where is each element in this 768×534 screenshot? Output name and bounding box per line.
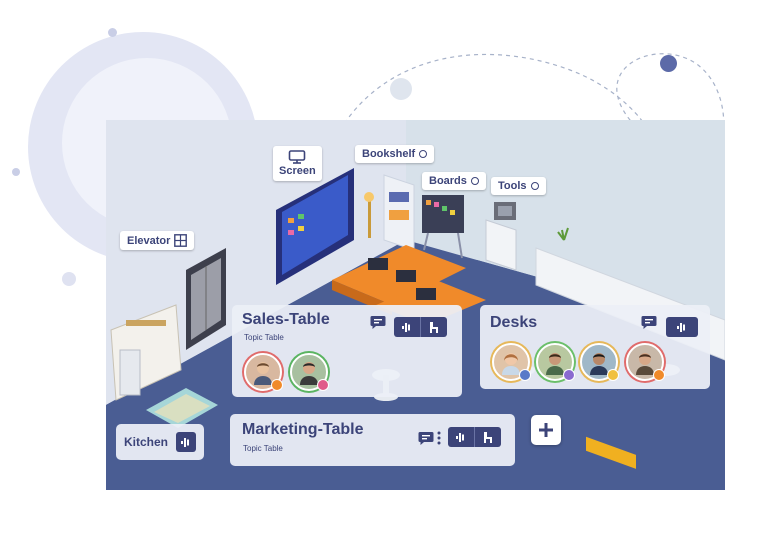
sales-table-audio-button[interactable] <box>394 317 420 337</box>
avatar[interactable] <box>244 353 283 391</box>
desks-title: Desks <box>490 314 538 331</box>
status-icon <box>653 369 665 381</box>
monitor-icon <box>289 150 306 164</box>
avatar[interactable] <box>492 343 531 381</box>
ring-icon <box>470 177 479 185</box>
status-icon <box>607 369 619 381</box>
bookshelf-label[interactable]: Bookshelf <box>355 145 435 163</box>
avatar[interactable] <box>580 343 619 381</box>
screen-label[interactable]: Screen <box>273 146 322 181</box>
chat-icon[interactable] <box>641 315 657 330</box>
marketing-table-card[interactable]: Marketing-Table Topic Table <box>230 414 515 466</box>
sales-table-subtitle: Topic Table <box>244 333 284 342</box>
bookshelf-label-text: Bookshelf <box>362 148 416 160</box>
sales-table-actions <box>394 317 447 337</box>
marketing-table-seat-button[interactable] <box>474 427 501 447</box>
more-options-icon[interactable] <box>437 431 441 445</box>
avatar[interactable] <box>290 353 329 391</box>
tools-label-text: Tools <box>498 180 527 192</box>
boards-label[interactable]: Boards <box>422 172 486 190</box>
audio-bars-icon <box>677 322 685 332</box>
deco-dot <box>390 78 412 100</box>
boards-label-text: Boards <box>429 175 467 187</box>
ring-icon <box>530 182 539 190</box>
sales-table-title: Sales-Table <box>242 311 330 328</box>
person-photo <box>502 353 520 375</box>
marketing-table-actions <box>448 427 501 447</box>
sales-table-seat-button[interactable] <box>420 317 447 337</box>
avatar[interactable] <box>536 343 575 381</box>
person-photo <box>254 362 272 385</box>
status-icon <box>563 369 575 381</box>
elevator-label-text: Elevator <box>127 234 171 247</box>
person-photo <box>546 353 564 375</box>
add-room-button[interactable] <box>531 415 561 445</box>
edit-status-icon <box>271 379 283 391</box>
deco-dot <box>108 28 117 37</box>
sales-table-card[interactable]: Sales-Table Topic Table <box>232 305 462 397</box>
desks-audio-button[interactable] <box>666 317 698 337</box>
marketing-table-title: Marketing-Table <box>242 421 364 438</box>
seat-icon <box>430 321 438 333</box>
status-icon <box>317 379 329 391</box>
desks-card[interactable]: Desks <box>480 305 710 389</box>
marketing-table-audio-button[interactable] <box>448 427 474 447</box>
kitchen-label-text: Kitchen <box>124 435 169 449</box>
elevator-label[interactable]: Elevator <box>120 231 195 250</box>
ring-icon <box>419 150 428 158</box>
status-icon <box>519 369 531 381</box>
deco-dot <box>12 168 20 176</box>
person-photo <box>590 353 608 375</box>
deco-dot <box>660 55 677 72</box>
chat-icon[interactable] <box>370 315 386 330</box>
marketing-table-subtitle: Topic Table <box>243 444 283 453</box>
deco-dot <box>62 272 76 286</box>
avatar[interactable] <box>626 343 665 381</box>
screen-label-text: Screen <box>279 165 316 177</box>
seat-icon <box>484 431 492 443</box>
audio-bars-icon <box>181 437 189 447</box>
person-photo <box>636 353 654 375</box>
plus-icon <box>539 423 553 437</box>
kitchen-audio-button[interactable] <box>176 432 196 452</box>
elevator-icon <box>174 234 188 247</box>
kitchen-room-card[interactable]: Kitchen <box>116 424 204 460</box>
person-photo <box>300 362 318 385</box>
tools-label[interactable]: Tools <box>491 177 546 195</box>
audio-bars-icon <box>402 322 410 332</box>
audio-bars-icon <box>456 432 464 442</box>
chat-icon[interactable] <box>418 431 434 446</box>
